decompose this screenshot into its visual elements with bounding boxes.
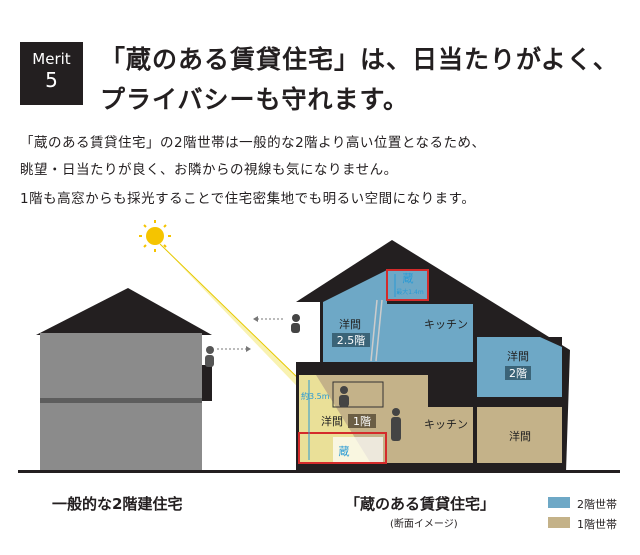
legend-swatch-2f: [548, 497, 570, 508]
caption-kura-house: 「蔵のある賃貸住宅」: [345, 495, 496, 513]
kura-house-section: 蔵 最大1.4m 洋間 2.5階 キッチン 洋間 2階 約3.5m 洋間 1階 …: [253, 240, 570, 472]
title-line-1: 「蔵のある賃貸住宅」は、日当たりがよく、: [100, 45, 619, 74]
sun-icon: [139, 220, 171, 252]
room-lower-right-label: 洋間: [509, 429, 531, 443]
room-1f-name: 洋間: [321, 414, 343, 428]
sun-ray-line: [159, 243, 301, 381]
kitchen-lower-label: キッチン: [424, 418, 468, 431]
room-2f-name: 洋間: [507, 349, 529, 363]
neighbor-person-icon: [205, 346, 214, 367]
attic-label: 蔵: [403, 272, 414, 285]
title-line-2: プライバシーも守れます。: [100, 85, 410, 114]
kitchen-upper-label: キッチン: [424, 318, 468, 331]
paragraph-line-3: 1階も高窓からも採光することで住宅密集地でも明るい空間になります。: [20, 191, 476, 207]
height-1f: 約3.5m: [301, 391, 330, 401]
ground-line: [18, 470, 620, 473]
caption-ordinary-house: 一般的な2階建住宅: [52, 495, 183, 513]
ordinary-house: [36, 288, 251, 471]
person-icon: [391, 408, 401, 441]
room-1f-right: [477, 407, 562, 463]
room-2f-floor: 2階: [509, 366, 527, 380]
attic-height: 最大1.4m: [396, 288, 424, 296]
window-person-icon: [291, 314, 300, 333]
kitchen-1f: [428, 407, 473, 463]
merit-label: Merit: [32, 50, 71, 68]
legend-swatch-1f: [548, 517, 570, 528]
room-2-5f-floor: 2.5階: [337, 333, 366, 347]
room-2-5f-name: 洋間: [339, 317, 361, 331]
legend-label-1f: 1階世帯: [577, 518, 617, 531]
storage-label: 蔵: [339, 445, 350, 458]
paragraph-line-1: 「蔵のある賃貸住宅」の2階世帯は一般的な2階より高い位置となるため、: [20, 135, 486, 151]
person-icon: [339, 386, 349, 407]
attic-kura: [386, 269, 429, 301]
merit-number: 5: [45, 68, 58, 92]
paragraph-line-2: 眺望・日当たりが良く、お隣からの視線も気になりません。: [20, 162, 398, 178]
legend-label-2f: 2階世帯: [577, 498, 617, 511]
caption-sub: (断面イメージ): [390, 519, 458, 530]
room-1f-floor: 1階: [353, 414, 371, 428]
storage-kura: [298, 432, 387, 464]
merit-badge: Merit 5: [20, 42, 83, 105]
